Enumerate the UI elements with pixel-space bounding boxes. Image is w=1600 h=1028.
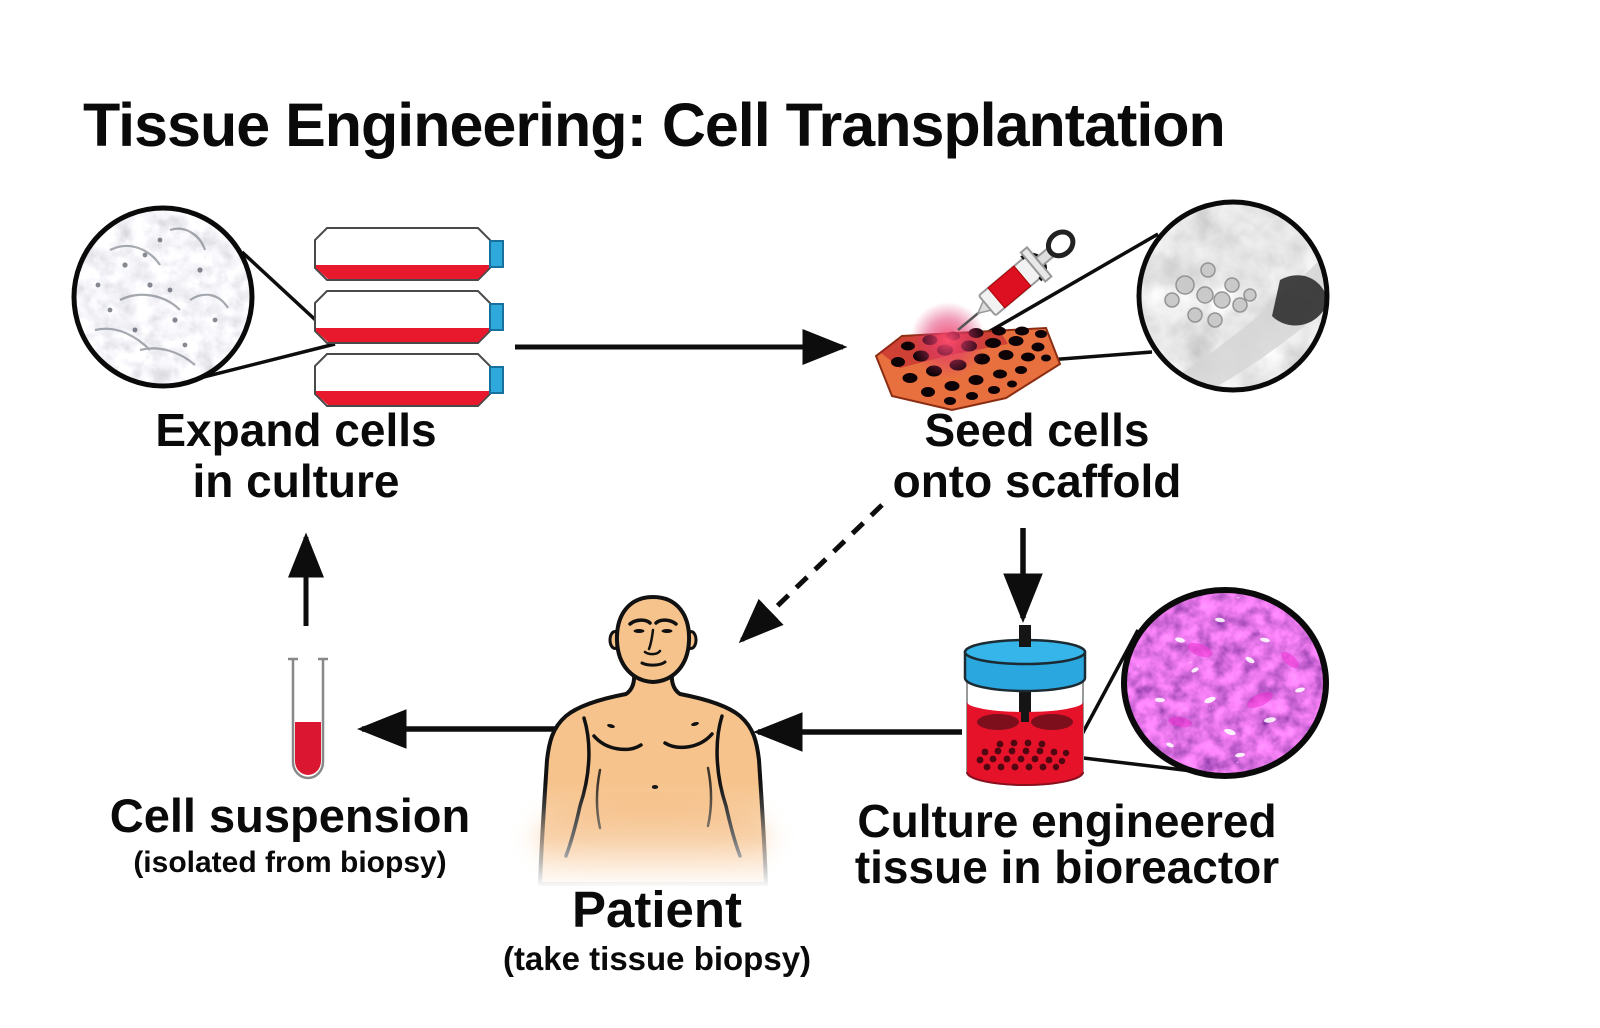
culture-tissue-label: Culture engineered tissue in bioreactor xyxy=(787,798,1347,890)
scaffold-granules xyxy=(976,739,1070,771)
sem-fiber xyxy=(1150,250,1327,390)
culture-flask xyxy=(314,353,504,407)
expand-cells-line2: in culture xyxy=(192,454,400,507)
culture-flask xyxy=(314,290,504,344)
callout-line xyxy=(977,232,1159,340)
tissue-bright-patches xyxy=(1168,642,1300,728)
head xyxy=(614,594,692,685)
cell-strands xyxy=(94,227,229,366)
sem-micrograph-circle xyxy=(1136,199,1330,393)
culture-flask-stack xyxy=(314,227,504,407)
patient-sublabel: (take tissue biopsy) xyxy=(502,940,812,977)
cell-suspension-sublabel: (isolated from biopsy) xyxy=(133,846,447,879)
bioreactor-icon xyxy=(963,625,1087,786)
test-tube-icon xyxy=(288,657,328,780)
cell-micrograph-circle xyxy=(71,205,255,389)
face-features xyxy=(628,618,678,667)
injection-glow xyxy=(910,302,986,378)
patient-figure xyxy=(534,594,770,886)
expand-cells-line1: Expand cells xyxy=(155,404,437,456)
torso-glow xyxy=(534,800,770,884)
tissue-micrograph-circle xyxy=(1121,587,1329,779)
torso-detail-lines xyxy=(564,714,742,858)
culture-flask xyxy=(314,227,504,281)
seed-cells-line1: Seed cells xyxy=(924,404,1150,456)
cell-nuclei xyxy=(95,237,218,348)
culture-tissue-line2: tissue in bioreactor xyxy=(854,841,1280,893)
sem-dark-void xyxy=(1272,275,1327,326)
sem-cell-blobs xyxy=(1164,262,1257,328)
cell-suspension-label: Cell suspension xyxy=(109,789,471,842)
syringe-icon xyxy=(957,229,1076,331)
impeller xyxy=(977,714,1019,730)
impeller xyxy=(1031,714,1073,730)
flow-arrows xyxy=(288,329,1043,752)
expand-cells-label: Expand cells in culture xyxy=(76,405,516,506)
callout-line xyxy=(1047,350,1153,362)
culture-tissue-line1: Culture engineered xyxy=(857,795,1277,847)
seed-cells-label: Seed cells onto scaffold xyxy=(797,405,1277,506)
patient-label: Patient xyxy=(571,881,743,938)
scaffold-icon xyxy=(874,302,1062,412)
suspension-liquid xyxy=(295,722,321,775)
seed-cells-line2: onto scaffold xyxy=(892,454,1182,507)
arrow-dashed-seed-to-patient xyxy=(738,503,884,644)
diagram-title: Tissue Engineering: Cell Transplantation xyxy=(83,91,1226,159)
tissue-speckles xyxy=(1155,617,1305,758)
